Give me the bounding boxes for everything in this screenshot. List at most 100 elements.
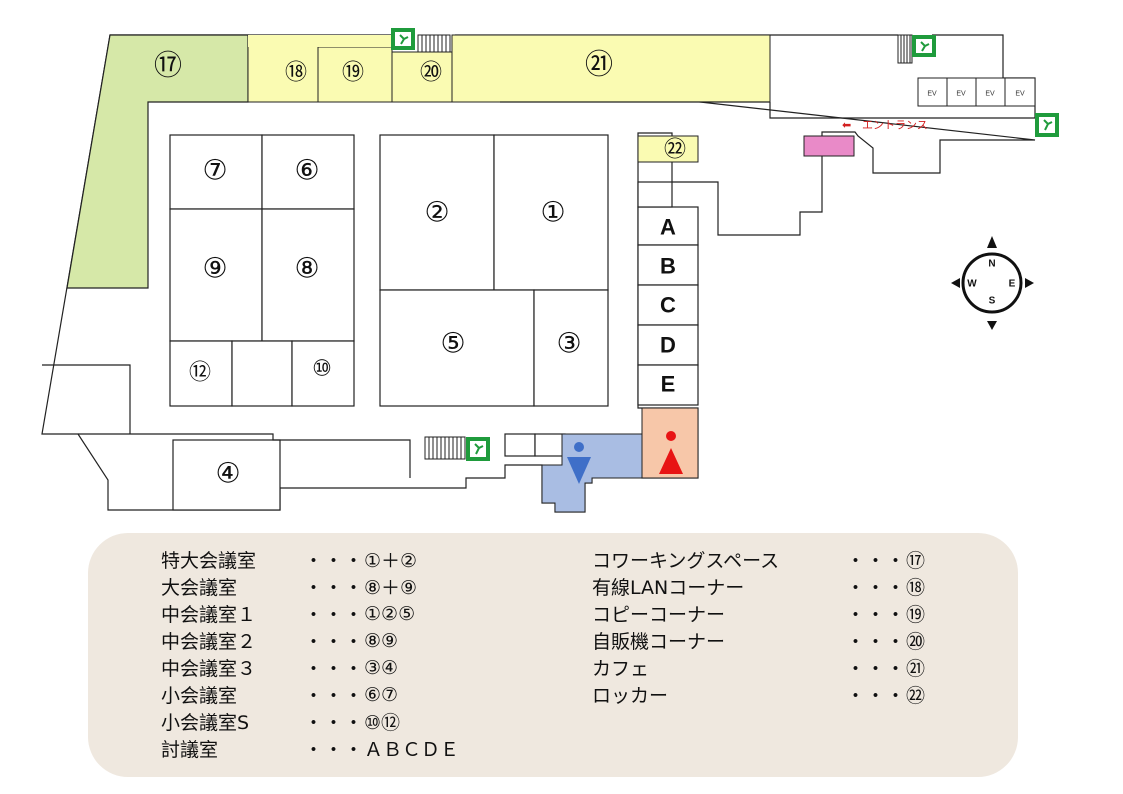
legend-row: 討議室 ・・・ＡＢＣＤＥ <box>161 735 459 762</box>
elevator-bank: EV EV EV EV <box>917 77 1036 107</box>
legend-dots: ・・・ <box>304 631 365 653</box>
room-label-6: ⑥ <box>294 154 319 187</box>
legend-room-numbers: ③④ <box>364 656 399 679</box>
legend-room-name: 中会議室２ <box>161 631 257 653</box>
legend-row: 小会議室 ・・・⑥⑦ <box>161 681 459 708</box>
room-label-8: ⑧ <box>294 252 319 285</box>
legend-room-numbers: ⑱ <box>906 577 926 599</box>
legend-room-numbers: ①＋② <box>364 550 418 572</box>
room-label-B: B <box>660 254 676 279</box>
legend-room-numbers: ⑳ <box>906 631 926 653</box>
legend-dots: ・・・ <box>846 604 907 626</box>
legend-room-name: ロッカー <box>592 685 669 707</box>
legend-row: コピーコーナー・・・⑲ <box>592 600 925 627</box>
floor-map: EV EV EV EV ⬅ エントランス <box>41 28 1059 513</box>
legend-row: 特大会議室 ・・・①＋② <box>161 546 459 573</box>
legend-dots: ・・・ <box>846 577 907 599</box>
room-B <box>637 244 699 286</box>
legend-room-name: コピーコーナー <box>592 604 726 626</box>
compass-icon: N E S W <box>951 236 1034 330</box>
room-label-19: ⑲ <box>342 61 364 86</box>
legend-room-numbers: ⑧⑨ <box>364 629 399 652</box>
room-label-17: ⑰ <box>154 49 182 82</box>
legend-room-numbers: ⑧＋⑨ <box>364 577 418 599</box>
legend-room-name: 大会議室 <box>161 577 238 599</box>
room-label-C: C <box>660 293 676 318</box>
room-label-18: ⑱ <box>285 61 307 86</box>
cafe-area <box>451 34 771 103</box>
room-corridor-small <box>231 340 293 407</box>
legend-row: 大会議室 ・・・⑧＋⑨ <box>161 573 459 600</box>
legend-room-name: 中会議室３ <box>161 658 257 680</box>
room-label-3: ③ <box>556 327 581 360</box>
legend-dots: ・・・ <box>304 550 365 572</box>
compass-s: S <box>989 296 996 307</box>
legend-dots: ・・・ <box>304 577 365 599</box>
room-3 <box>533 289 609 407</box>
male-restroom-icon <box>567 442 591 484</box>
legend-row: カフェ・・・㉑ <box>592 654 925 681</box>
room-C <box>637 284 699 326</box>
elevator-label: EV <box>985 91 995 98</box>
legend-room-numbers: ㉒ <box>906 685 926 707</box>
room-12 <box>169 340 233 407</box>
room-label-12: ⑫ <box>189 361 211 386</box>
legend-room-numbers: ①②⑤ <box>364 602 416 625</box>
stairs-bottom <box>424 436 466 460</box>
compass-e: E <box>1009 279 1016 290</box>
room-label-D: D <box>660 333 676 358</box>
legend-room-name: コワーキングスペース <box>592 550 780 572</box>
legend-room-numbers: ⑰ <box>906 550 926 572</box>
room-label-2: ② <box>424 196 449 229</box>
room-8 <box>261 208 355 342</box>
legend-dots: ・・・ <box>304 685 365 707</box>
elevator-label: EV <box>927 91 937 98</box>
room-10 <box>291 340 355 407</box>
room-7 <box>169 134 263 210</box>
legend-row: 中会議室１・・・①②⑤ <box>161 600 459 627</box>
legend-dots: ・・・ <box>846 550 907 572</box>
compass-w: W <box>967 279 977 290</box>
emergency-exit-icon <box>1035 113 1059 137</box>
room-label-9: ⑨ <box>202 252 227 285</box>
female-restroom-icon <box>659 431 683 474</box>
legend-room-numbers: ㉑ <box>906 658 926 680</box>
room-4 <box>172 439 281 511</box>
room-label-E: E <box>661 372 676 397</box>
legend-row: 有線LANコーナー ・・・⑱ <box>592 573 925 600</box>
legend-room-name: 討議室 <box>161 739 219 761</box>
legend-row: 小会議室S ・・・⑩⑫ <box>161 708 459 735</box>
room-label-22: ㉒ <box>664 138 686 163</box>
legend-dots: ・・・ <box>304 739 365 761</box>
legend-row: 自販機コーナー ・・・⑳ <box>592 627 925 654</box>
legend-room-numbers: ＡＢＣＤＥ <box>364 739 460 761</box>
compass-n: N <box>988 259 995 270</box>
entrance-label: エントランス <box>862 119 928 132</box>
legend-room-name: 有線LANコーナー <box>592 577 745 599</box>
room-label-5: ⑤ <box>440 327 465 360</box>
legend-dots: ・・・ <box>304 712 365 734</box>
room-5 <box>379 289 535 407</box>
room-label-4: ④ <box>215 457 240 490</box>
emergency-exit-icon <box>466 437 490 461</box>
emergency-exit-icon <box>391 28 415 50</box>
legend-room-name: 特大会議室 <box>161 550 257 572</box>
elevator-label: EV <box>956 91 966 98</box>
legend-dots: ・・・ <box>846 685 907 707</box>
legend-room-name: 小会議室 <box>161 685 238 707</box>
legend-room-name: 小会議室S <box>161 712 250 734</box>
legend-room-name: 自販機コーナー <box>592 631 726 653</box>
emergency-exit-icon <box>912 35 936 57</box>
room-label-1: ① <box>540 196 565 229</box>
legend-room-numbers: ⑥⑦ <box>364 683 399 706</box>
legend-row: コワーキングスペース ・・・⑰ <box>592 546 925 573</box>
legend-dots: ・・・ <box>846 631 907 653</box>
legend-room-name: カフェ <box>592 658 650 680</box>
stairs-top-right <box>897 34 913 64</box>
room-label-A: A <box>660 215 676 240</box>
legend-room-numbers: ⑩⑫ <box>364 712 401 734</box>
legend-row: 中会議室２ ・・・⑧⑨ <box>161 627 459 654</box>
